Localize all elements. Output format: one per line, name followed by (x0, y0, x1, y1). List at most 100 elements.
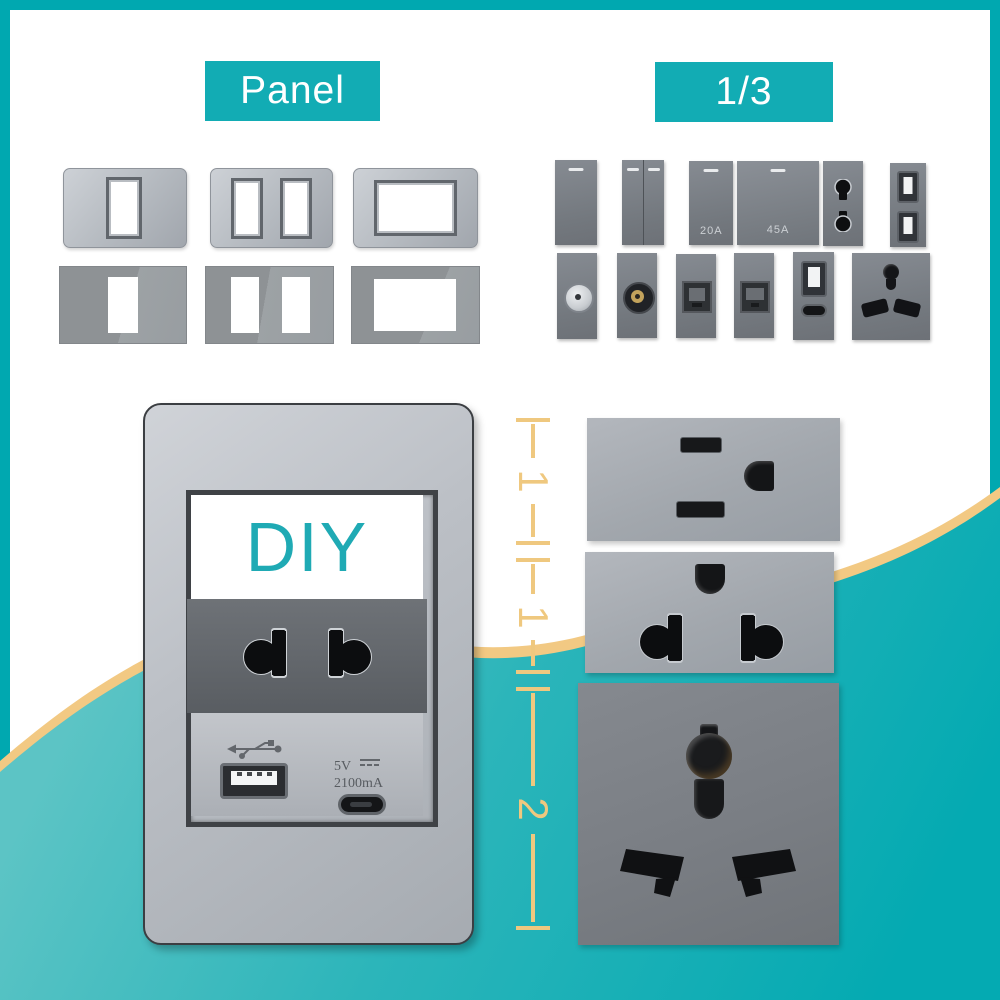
lan-icon (689, 288, 705, 301)
lan-jack-recess (682, 281, 712, 313)
ruler-line (531, 834, 535, 922)
plate-metal-double (210, 168, 333, 248)
plate-cutout (108, 277, 138, 333)
lan-port-slot (692, 303, 702, 307)
usb-tongue (808, 267, 820, 287)
plate-metal-wide (353, 168, 478, 248)
coax-center-hole (575, 294, 581, 300)
frame-border-top (0, 0, 1000, 10)
plate-glass-double (205, 266, 334, 344)
usb-current-label: 2100mA (334, 776, 383, 791)
page-indicator-badge[interactable]: 1/3 (655, 62, 833, 122)
dc-symbol-dash (360, 764, 365, 766)
module-usb-a-c (793, 252, 834, 340)
ruler-line (531, 640, 535, 666)
usb-a-port (220, 763, 288, 799)
plate-glass-single (59, 266, 187, 344)
pin-hole-top (834, 179, 852, 200)
us-slot-top (680, 437, 722, 453)
module-coax-socket (557, 253, 597, 339)
neutral-hole (694, 779, 724, 819)
multi-function-socket-module (578, 683, 839, 945)
socket-hole-right (328, 628, 372, 678)
plate-glass-wide (351, 266, 480, 344)
coax-connector (564, 283, 594, 313)
usb-spec-text: 5V 2100mA (334, 757, 383, 792)
us-earth-hole (744, 461, 774, 491)
amp-rating-label: 20A (700, 225, 723, 237)
socket-hole-left (243, 628, 287, 678)
usb-tongue (231, 771, 277, 785)
usb-icon (227, 740, 282, 759)
live-slot-right (732, 849, 796, 897)
usb-contact (267, 772, 272, 776)
phone-icon (746, 288, 764, 300)
dc-symbol-line (360, 759, 380, 761)
plate-cutout (231, 178, 263, 239)
us-slot-bottom (676, 501, 725, 518)
ruler-tick (516, 558, 550, 562)
module-switch-45a: 45A (737, 161, 819, 245)
pin-hole-right (740, 613, 784, 663)
ruler-tick (516, 541, 550, 545)
tv-pin-hole (635, 294, 640, 299)
earth-hole (695, 564, 725, 594)
pin-hole-bottom (834, 211, 852, 232)
switch-divider (643, 160, 644, 245)
panel-badge-label: Panel (240, 69, 345, 112)
ruler-tick (516, 687, 550, 691)
two-pin-socket-module (585, 552, 834, 673)
usb-voltage-label: 5V (334, 759, 352, 774)
plate-cutout (282, 277, 310, 333)
usb-contact (257, 772, 262, 776)
ruler-line (531, 424, 535, 458)
switch-indicator (626, 168, 639, 171)
plate-cutout (106, 177, 142, 239)
live-slot-left (860, 298, 890, 318)
dc-symbol-dash (367, 764, 372, 766)
ruler-line (531, 504, 535, 537)
usb-a-port (801, 261, 827, 297)
plate-cutout (374, 279, 456, 331)
module-multi-socket-small (852, 253, 930, 340)
panel-section-badge[interactable]: Panel (205, 61, 380, 121)
usb-a-port (897, 211, 919, 243)
ruler-unit-label: 2 (510, 797, 557, 821)
switch-indicator (770, 169, 786, 172)
diy-label-module: DIY (191, 495, 423, 599)
plate-cutout (280, 178, 312, 239)
usb-a-port (897, 171, 919, 203)
module-socket-2pin (823, 161, 863, 246)
module-switch-2gang (622, 160, 664, 245)
diy-socket-module (187, 599, 427, 713)
plate-cutout (374, 180, 457, 236)
usb-c-port (801, 304, 827, 317)
switch-indicator (647, 168, 660, 171)
usb-contact (237, 772, 242, 776)
neutral-hole (886, 279, 896, 290)
ruler-tick (516, 926, 550, 930)
page-indicator-label: 1/3 (715, 70, 773, 113)
diy-wall-panel: DIY (143, 403, 474, 945)
ruler-unit-label: 1 (510, 605, 557, 629)
switch-indicator (703, 169, 719, 172)
module-tv-socket (617, 253, 657, 338)
earth-hole (686, 733, 732, 779)
ruler-line (531, 693, 535, 786)
phone-jack-recess (740, 281, 770, 313)
frame-border-left (0, 0, 10, 1000)
plate-metal-single (63, 168, 187, 248)
module-phone-socket (734, 253, 774, 338)
earth-hole (883, 264, 899, 280)
phone-port-slot (751, 303, 759, 307)
usb-tongue (903, 217, 913, 234)
diy-usb-module: 5V 2100mA (191, 713, 423, 816)
switch-indicator (568, 168, 584, 171)
usb-c-port (338, 794, 386, 815)
usb-contact (247, 772, 252, 776)
ruler-tick (516, 670, 550, 674)
usb-tongue (903, 177, 913, 194)
live-slot-right (892, 298, 922, 318)
ruler-unit-label: 1 (510, 469, 557, 493)
